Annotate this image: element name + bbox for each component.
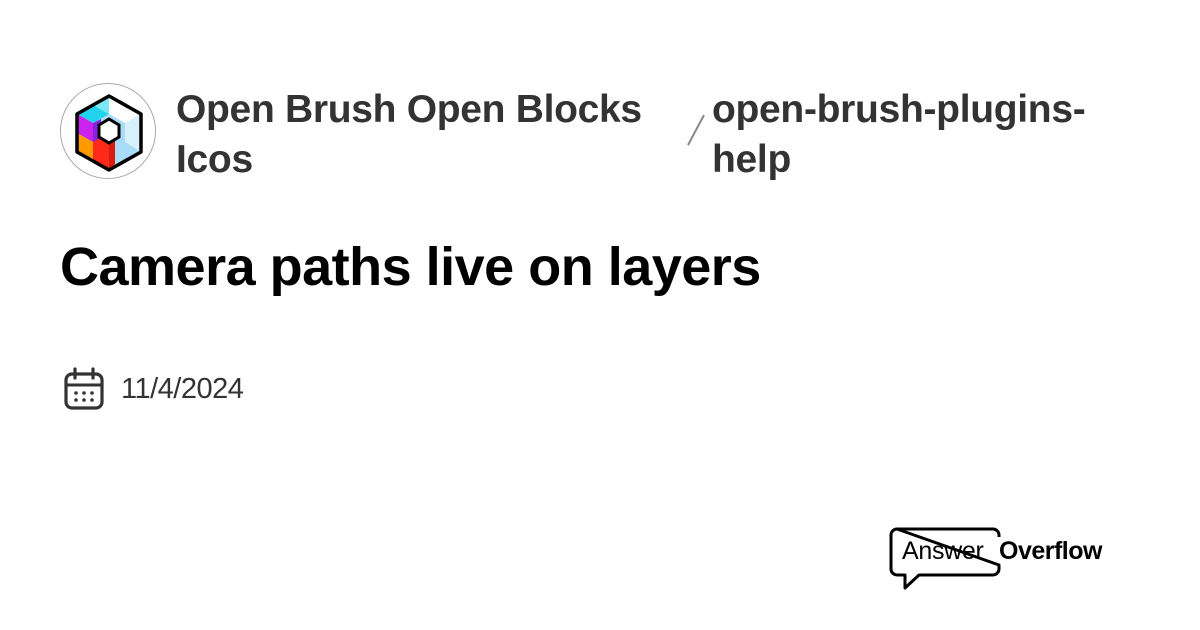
server-icon [60, 83, 156, 179]
calendar-icon [64, 367, 104, 410]
thread-title: Camera paths live on layers [60, 237, 761, 297]
server-name[interactable]: Open Brush Open Blocks Icos [176, 88, 642, 181]
breadcrumb-separator [686, 113, 706, 149]
date-row: 11/4/2024 [63, 367, 244, 411]
brand-overflow-text: Overflow [999, 537, 1102, 565]
answer-overflow-logo[interactable]: Answer Overflow [889, 527, 1119, 591]
brand-answer-text: Answer [902, 537, 984, 565]
speech-bubble-icon [889, 527, 1001, 590]
hexagon-cube-logo-icon [75, 94, 143, 172]
channel-name[interactable]: open-brush-plugins-help [712, 88, 1086, 181]
breadcrumb-header: Open Brush Open Blocks Icos open-brush-p… [60, 83, 1132, 185]
thread-date: 11/4/2024 [121, 372, 244, 405]
